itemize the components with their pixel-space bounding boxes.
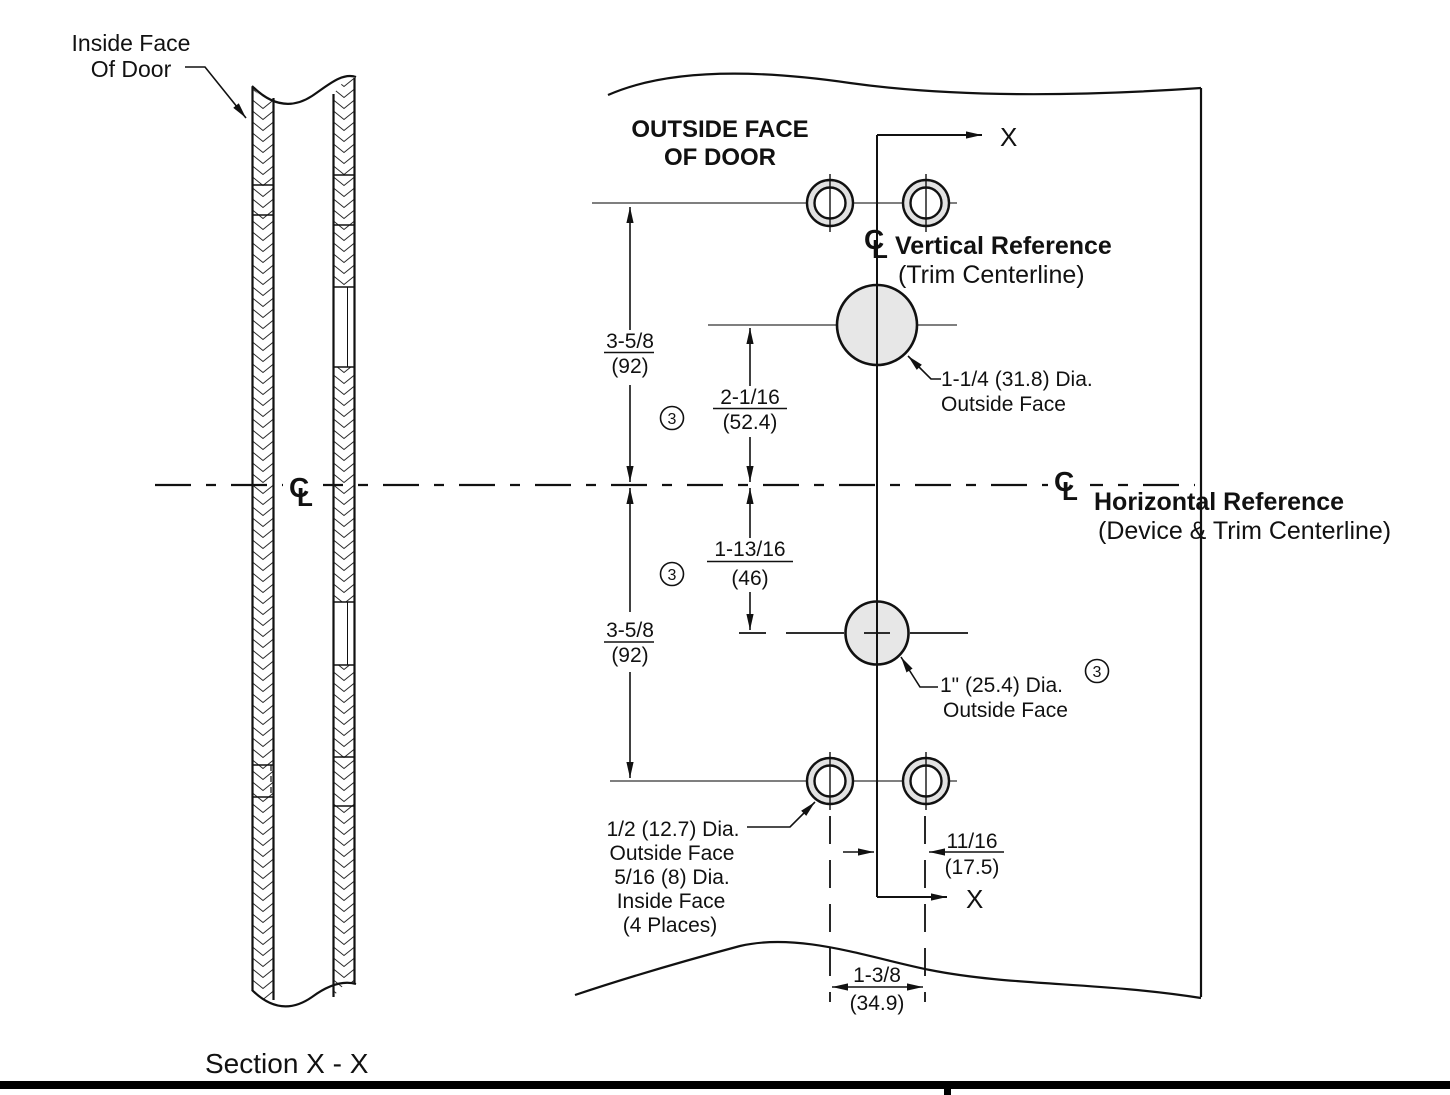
vertical-reference-title: Vertical Reference xyxy=(895,232,1112,260)
outside-face-label: OUTSIDE FACE OF DOOR xyxy=(631,116,808,171)
section-hole-gap-middle xyxy=(333,601,355,666)
note-marker-lower-number: 3 xyxy=(668,567,677,584)
door-face-view xyxy=(574,72,1203,1000)
dimension-centerline-to-lower-hole: 1-13/16 (46) xyxy=(707,488,793,630)
inside-face-label: Inside Face Of Door xyxy=(72,30,191,82)
dim-upper-hole-metric: (52.4) xyxy=(723,411,778,434)
horizontal-reference-group: C L Horizontal Reference (Device & Trim … xyxy=(1048,466,1391,545)
face-bottom-break-line xyxy=(574,940,1202,1000)
outside-face-label-line2: OF DOOR xyxy=(664,144,776,171)
outside-face-label-line1: OUTSIDE FACE xyxy=(631,116,808,143)
centerline-symbol-c: C xyxy=(289,472,309,503)
upper-hole-callout-line1: 1-1/4 (31.8) Dia. xyxy=(941,368,1093,391)
fastener-hole-top-left xyxy=(805,174,855,232)
fastener-hole-bottom-left xyxy=(805,752,855,810)
inside-face-label-line1: Inside Face xyxy=(72,30,191,56)
fastener-callout-line1: 1/2 (12.7) Dia. xyxy=(606,818,739,841)
footer-rule xyxy=(0,1081,1450,1095)
horizontal-reference-subtitle: (Device & Trim Centerline) xyxy=(1098,517,1391,545)
outside-face-skin-hatch xyxy=(333,77,355,997)
dimension-upper-group-spacing: 3-5/8 (92) xyxy=(604,207,654,482)
dimension-upper-hole-to-centerline: 2-1/16 (52.4) xyxy=(713,328,787,482)
dim-upper-hole-imperial: 2-1/16 xyxy=(720,386,780,409)
upper-hole-leader-line xyxy=(907,355,941,380)
note-marker-upper: 3 xyxy=(659,405,685,431)
vertical-reference-group: C L Vertical Reference (Trim Centerline) xyxy=(864,224,1112,289)
centerline-symbol-c: C xyxy=(1054,466,1074,497)
section-cut-marker-bottom-x: X xyxy=(966,884,983,914)
dim-fastener-spread-metric: (34.9) xyxy=(850,992,905,1015)
section-top-break-line xyxy=(251,74,357,105)
dim-fastener-offset-imperial: 11/16 xyxy=(947,830,998,853)
section-fastener-hole-edges xyxy=(252,174,355,807)
middle-hole-callout-line2: Outside Face xyxy=(943,699,1068,722)
vertical-reference-subtitle: (Trim Centerline) xyxy=(898,261,1085,289)
upper-hole-callout-line2: Outside Face xyxy=(941,393,1066,416)
dim-lower-spacing-imperial: 3-5/8 xyxy=(606,619,654,642)
door-section-view xyxy=(251,74,357,1008)
middle-hole-callout-line1: 1" (25.4) Dia. xyxy=(940,674,1063,697)
dim-fastener-offset-metric: (17.5) xyxy=(945,856,1000,879)
centerline-symbol-l: L xyxy=(1062,476,1078,506)
dim-lower-hole-metric: (46) xyxy=(731,567,768,590)
fastener-callout-line5: (4 Places) xyxy=(623,914,718,937)
middle-hole-leader-line xyxy=(900,656,938,688)
horizontal-reference-title: Horizontal Reference xyxy=(1094,488,1344,516)
fastener-callout-line4: Inside Face xyxy=(617,890,726,913)
section-cut-marker-top-x: X xyxy=(1000,122,1017,152)
fastener-hole-bottom-right xyxy=(901,752,951,810)
section-hole-gap-upper xyxy=(333,286,355,368)
dim-upper-spacing-metric: (92) xyxy=(611,355,648,378)
dim-fastener-spread-imperial: 1-3/8 xyxy=(853,964,901,987)
centerline-symbol-l: L xyxy=(297,482,313,512)
inside-face-skin-hatch xyxy=(252,87,274,1004)
dimension-fastener-spread: 1-3/8 (34.9) xyxy=(832,964,923,1015)
fastener-dashed-extensions xyxy=(829,816,926,1002)
section-view-title: Section X - X xyxy=(205,1048,369,1079)
note-marker-lower: 3 xyxy=(659,561,685,587)
inside-face-label-line2: Of Door xyxy=(91,56,172,82)
note-marker-right: 3 xyxy=(1084,658,1110,684)
centerline-symbol-c: C xyxy=(864,224,884,255)
dim-upper-spacing-imperial: 3-5/8 xyxy=(606,330,654,353)
note-marker-right-number: 3 xyxy=(1093,664,1102,681)
dim-lower-hole-imperial: 1-13/16 xyxy=(714,538,785,561)
note-marker-upper-number: 3 xyxy=(668,411,677,428)
fastener-callout-line3: 5/16 (8) Dia. xyxy=(614,866,730,889)
section-centerline-symbol: C L xyxy=(283,470,323,512)
upper-hole-callout: 1-1/4 (31.8) Dia. Outside Face xyxy=(941,368,1093,416)
face-top-break-line xyxy=(607,72,1202,97)
dim-lower-spacing-metric: (92) xyxy=(611,644,648,667)
centerline-symbol-l: L xyxy=(872,234,888,264)
inside-face-leader-line xyxy=(185,66,247,119)
dimension-lower-group-spacing: 3-5/8 (92) xyxy=(604,488,654,778)
fastener-callout: 1/2 (12.7) Dia. Outside Face 5/16 (8) Di… xyxy=(606,818,739,937)
fastener-hole-top-right xyxy=(901,174,951,232)
dimension-centerline-to-fastener: 11/16 (17.5) xyxy=(843,830,1004,879)
section-bottom-break-line xyxy=(251,981,357,1008)
middle-hole-callout: 1" (25.4) Dia. Outside Face xyxy=(940,674,1068,722)
fastener-leader-line xyxy=(747,801,816,828)
fastener-callout-line2: Outside Face xyxy=(610,842,735,865)
